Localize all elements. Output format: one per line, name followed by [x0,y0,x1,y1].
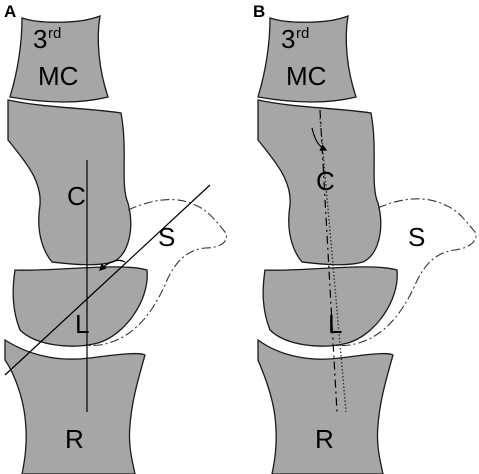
panel-a-label: A [4,2,16,21]
panel-a-lunate-label: L [75,309,89,339]
panel-a-radius [4,338,146,474]
panel-b-lunate [262,266,398,347]
panel-b-lunate-label: L [328,309,342,339]
panel-b-capitate [257,99,382,266]
panel-a-radius-label: R [65,424,84,454]
panel-b-scaphoid-label: S [408,222,425,252]
panel-b-label: B [253,2,265,21]
panel-a-scaphoid-label: S [158,222,175,252]
panel-b-rotation-arrow [311,127,328,151]
panel-b-third-metacarpal [257,14,357,103]
panel-b-capitate-axis [319,109,338,413]
panel-b-mc-label: MC [286,61,326,91]
panel-b-dotted-axis [319,117,347,413]
panel-a-lunate [12,266,148,347]
panel-a-scaphoid-axis [4,184,211,376]
panel-b-radius [257,338,394,474]
panel-a-capitate [7,99,132,266]
panel-a-angle-arrow [98,259,126,272]
panel-a-mc-label: MC [38,61,78,91]
panel-b-mc-superscript: rd [296,25,309,42]
panel-a-mc-superscript: rd [48,25,61,42]
panel-a-third-metacarpal [9,14,109,103]
panel-a-capitate-label: C [67,181,86,211]
panel-a: A 3 rd MC C S L R [4,2,227,474]
panel-a-mc-number: 3 [33,24,47,54]
panel-b: B 3 rd MC C S L R [253,2,477,474]
panel-b-radius-label: R [315,424,334,454]
panel-b-mc-number: 3 [281,24,295,54]
